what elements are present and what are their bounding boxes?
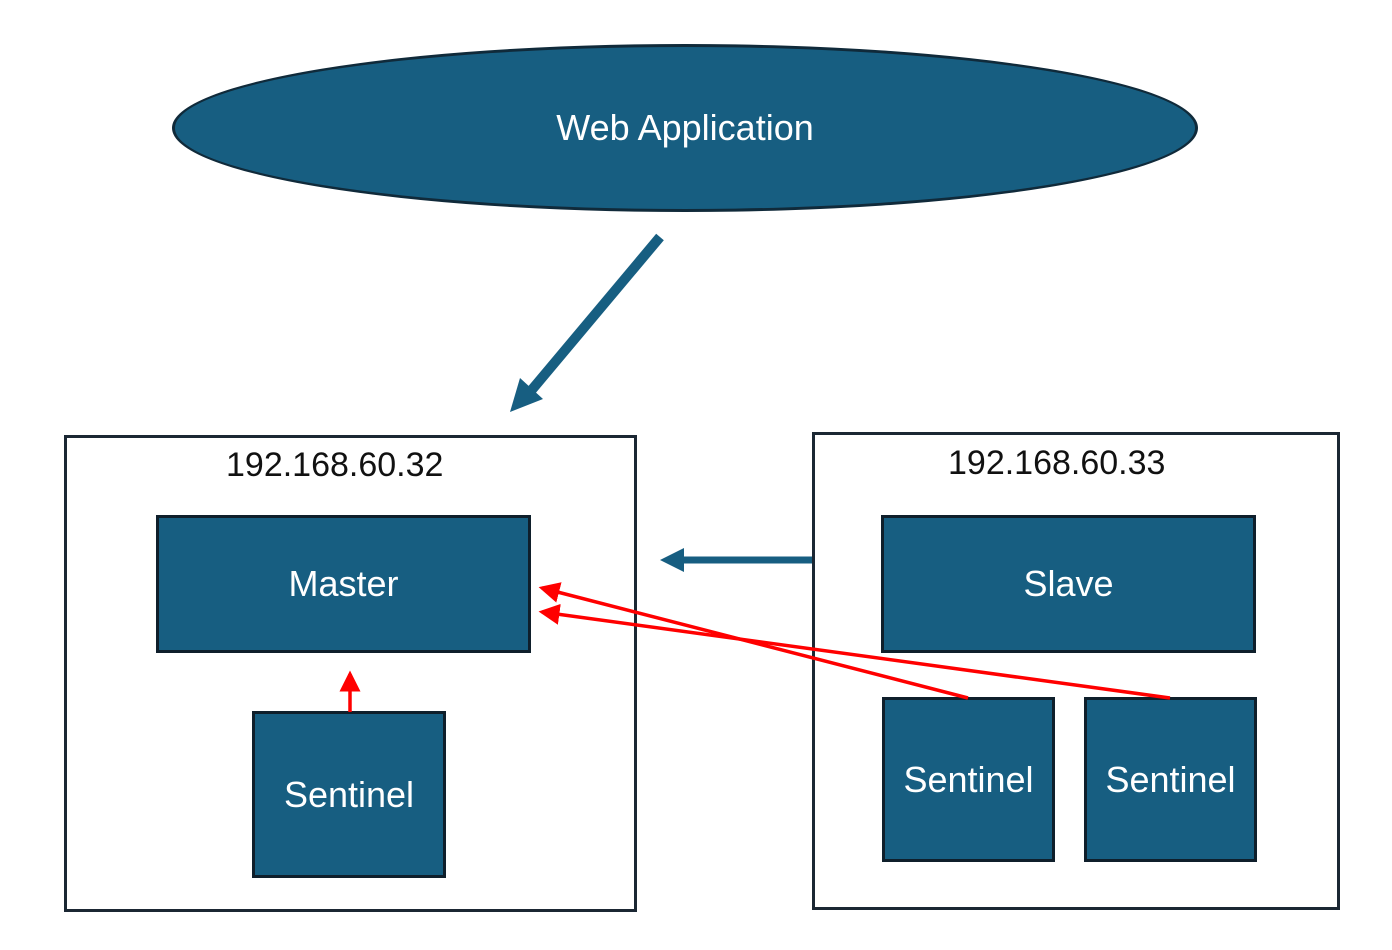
replication-arrowhead (660, 548, 684, 572)
sentinel-label-3: Sentinel (1105, 758, 1236, 800)
sentinel-label-2: Sentinel (903, 758, 1034, 800)
web-application-label: Web Application (556, 107, 814, 148)
client-to-master-arrowhead (510, 378, 543, 412)
sentinel-node-2: Sentinel (882, 697, 1055, 862)
sentinel-node-1: Sentinel (252, 711, 446, 878)
sentinel-node-3: Sentinel (1084, 697, 1257, 862)
master-label: Master (288, 563, 399, 604)
master-node: Master (156, 515, 531, 653)
sentinel-label-1: Sentinel (283, 773, 415, 815)
slave-node: Slave (881, 515, 1256, 653)
host-ip-2: 192.168.60.33 (948, 444, 1166, 482)
web-application-node: Web Application (172, 44, 1198, 212)
client-to-master-arrow-line (526, 233, 664, 396)
slave-label: Slave (1023, 563, 1114, 604)
host-ip-1: 192.168.60.32 (226, 446, 444, 484)
